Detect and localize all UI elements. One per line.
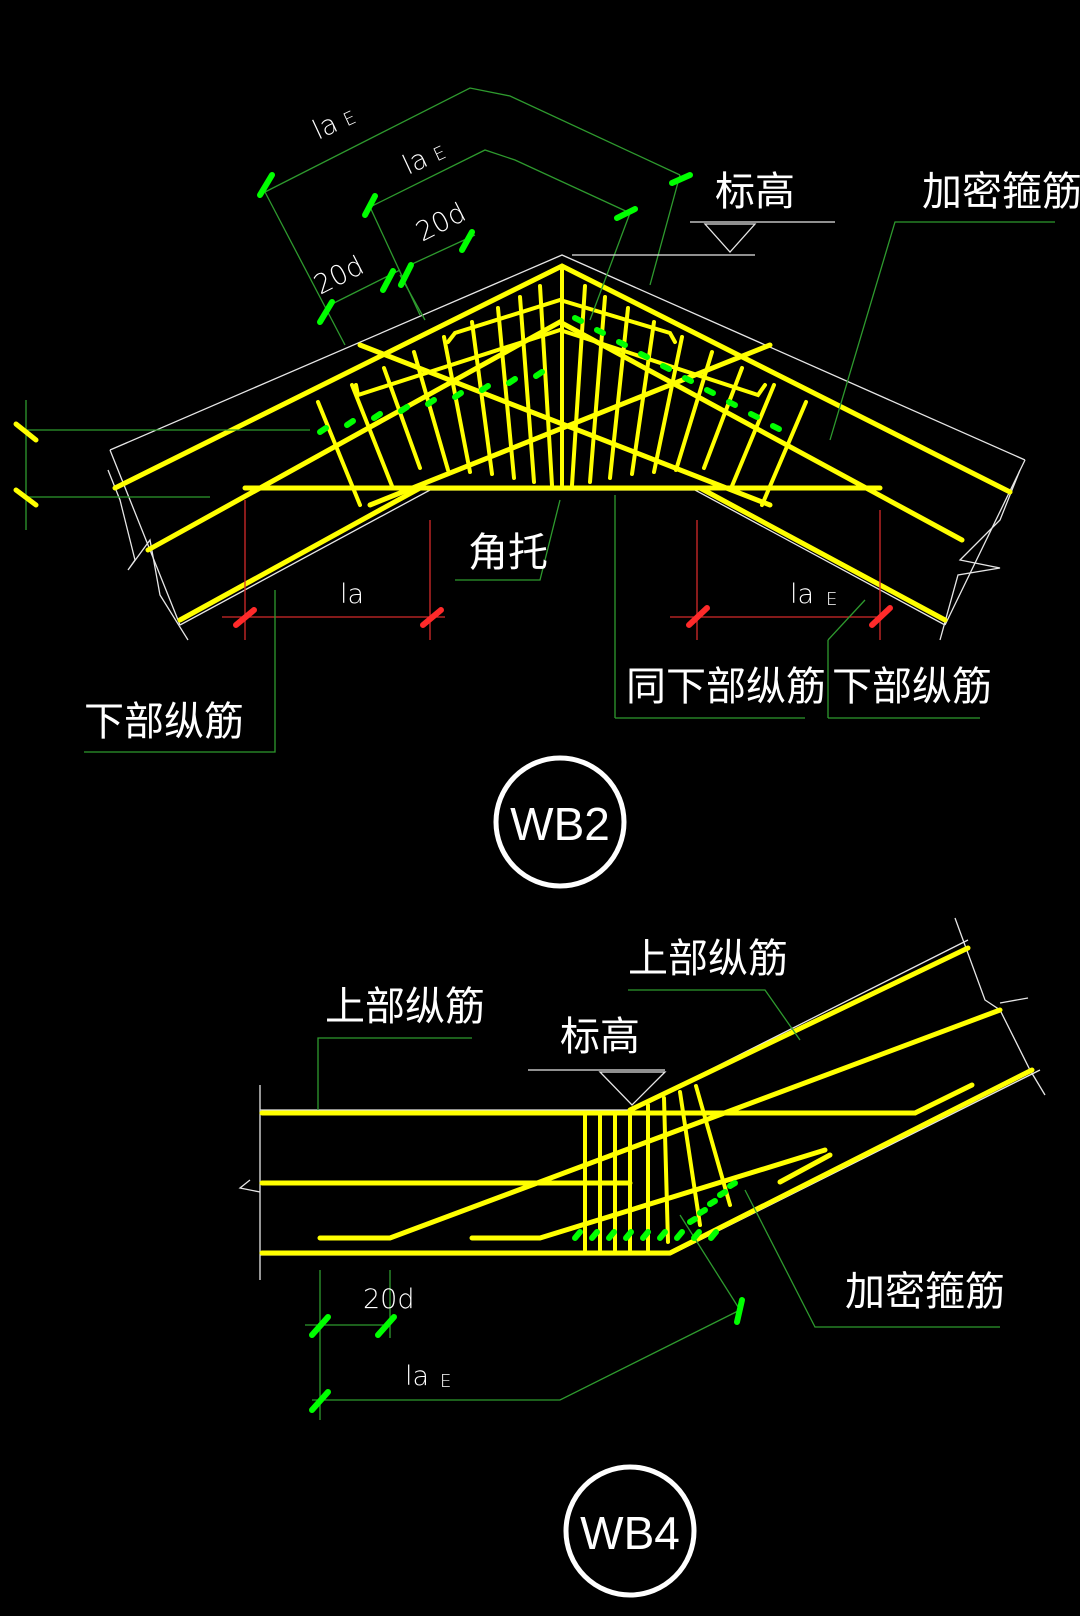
wb2-title-circle xyxy=(493,755,627,889)
svg-text:la: la xyxy=(405,1361,429,1392)
wb2-title: WB2 xyxy=(510,798,610,850)
wb2-elevation-mark xyxy=(572,221,835,256)
wb2-leaders xyxy=(84,221,1055,753)
wb2-label-dense-stirrup: 加密箍筋 xyxy=(922,169,1080,215)
wb4-dim-20d: 20d xyxy=(363,1284,415,1315)
wb4-dim-lae: la E xyxy=(405,1361,451,1392)
wb2-stirrup xyxy=(412,350,450,472)
wb2-rebar-dot xyxy=(726,399,738,408)
wb4-rebar-dot xyxy=(707,1198,718,1207)
wb4-label-dense-stirrup: 加密箍筋 xyxy=(845,1269,1005,1315)
wb4-stirrup xyxy=(678,1090,702,1227)
wb4-rebar-dot xyxy=(691,1229,702,1241)
wb4-rebar-dot xyxy=(623,1229,634,1241)
wb4-title-circle xyxy=(563,1464,697,1598)
wb4-rebar-dot xyxy=(606,1229,617,1241)
wb2-stirrup xyxy=(316,400,362,507)
wb4-detail: 上部纵筋 上部纵筋 标高 加密箍筋 20d la E WB4 xyxy=(238,917,1046,1598)
wb2-stirrup xyxy=(518,295,536,484)
svg-text:E: E xyxy=(826,589,837,610)
wb2-dim-lae-right: la E xyxy=(790,579,837,610)
wb2-rebar-dot xyxy=(479,383,491,393)
wb2-stirrup xyxy=(496,306,516,480)
wb4-rebar-dot xyxy=(640,1229,651,1241)
wb2-label-elevation: 标高 xyxy=(715,169,795,215)
wb4-rebar-dot xyxy=(687,1216,698,1225)
wb2-label-haunch: 角托 xyxy=(468,530,548,576)
wb2-dimensions xyxy=(13,87,893,640)
wb2-rebar-dot xyxy=(344,418,356,428)
wb2-label-bottom-rebar-right: 下部纵筋 xyxy=(832,664,992,710)
wb4-label-top-rebar-right: 上部纵筋 xyxy=(628,936,788,982)
wb2-stirrup xyxy=(470,320,494,476)
wb2-stirrup xyxy=(382,366,422,470)
wb2-rebar-dot xyxy=(572,315,584,324)
wb2-rebar-dot xyxy=(660,363,672,372)
wb2-rebar-dot xyxy=(638,351,650,360)
wb2-dim-la-left: la xyxy=(340,579,364,610)
wb2-rebar-dot xyxy=(748,411,760,420)
wb4-rebar-dot xyxy=(727,1180,738,1189)
wb4-title: WB4 xyxy=(580,1507,680,1559)
wb2-rebar-dot xyxy=(425,397,437,407)
wb4-dense-stirrups xyxy=(583,1084,732,1252)
wb2-rebar-dot xyxy=(594,327,606,336)
svg-text:la: la xyxy=(790,579,814,610)
wb4-rebar-dot xyxy=(717,1189,728,1198)
wb2-rebar xyxy=(112,263,1013,623)
wb2-rebar-dot xyxy=(398,404,410,414)
wb2-label-same-bottom-rebar: 同下部纵筋 xyxy=(626,664,826,710)
wb2-stirrup xyxy=(588,295,607,484)
wb2-rebar-dot xyxy=(317,425,329,435)
wb2-rebar-dot xyxy=(704,387,716,396)
wb4-stirrup xyxy=(662,1096,670,1244)
wb2-stirrup xyxy=(350,383,394,488)
wb4-elevation-mark xyxy=(528,1069,667,1106)
wb2-rebar-dot xyxy=(682,375,694,384)
wb2-dense-stirrups xyxy=(316,268,808,507)
wb2-label-bottom-rebar-left: 下部纵筋 xyxy=(84,699,244,745)
wb4-rebar-dot xyxy=(708,1229,719,1241)
wb4-rebar-dot xyxy=(589,1229,600,1241)
wb4-dimensions xyxy=(305,1180,745,1420)
wb2-rebar-dot xyxy=(770,423,782,432)
wb2-rebar-dot xyxy=(452,390,464,400)
svg-text:E: E xyxy=(440,1371,451,1392)
wb2-rebar-dot xyxy=(533,369,545,379)
wb2-stirrup xyxy=(674,350,714,472)
wb4-label-elevation: 标高 xyxy=(560,1014,640,1060)
wb4-rebar-dot xyxy=(674,1229,685,1241)
wb2-stirrup xyxy=(442,335,472,474)
wb4-rebar-dot xyxy=(697,1207,708,1216)
wb2-rebar-dot xyxy=(371,411,383,421)
wb4-rebar-dots xyxy=(572,1180,738,1241)
wb2-rebar-dot xyxy=(616,339,628,348)
wb4-rebar-dot xyxy=(572,1229,583,1241)
wb2-detail: 标高 加密箍筋 角托 下部纵筋 同下部纵筋 下部纵筋 la E la E 20d… xyxy=(13,87,1080,889)
wb2-stirrup xyxy=(538,284,554,487)
wb2-stirrup xyxy=(608,306,630,480)
wb2-stirrup xyxy=(702,366,744,470)
wb2-rebar-dots xyxy=(317,315,782,435)
wb2-stirrup xyxy=(652,335,684,474)
wb4-rebar-dot xyxy=(657,1229,668,1241)
wb2-stirrup xyxy=(730,383,776,488)
wb4-rebar xyxy=(259,945,1035,1256)
wb2-rebar-dot xyxy=(506,376,518,386)
wb4-label-top-rebar-left: 上部纵筋 xyxy=(325,984,485,1030)
wb4-leaders xyxy=(317,989,1000,1328)
wb2-stirrup xyxy=(630,320,656,476)
wb2-stirrup xyxy=(760,400,808,507)
wb4-stirrup xyxy=(694,1084,732,1207)
